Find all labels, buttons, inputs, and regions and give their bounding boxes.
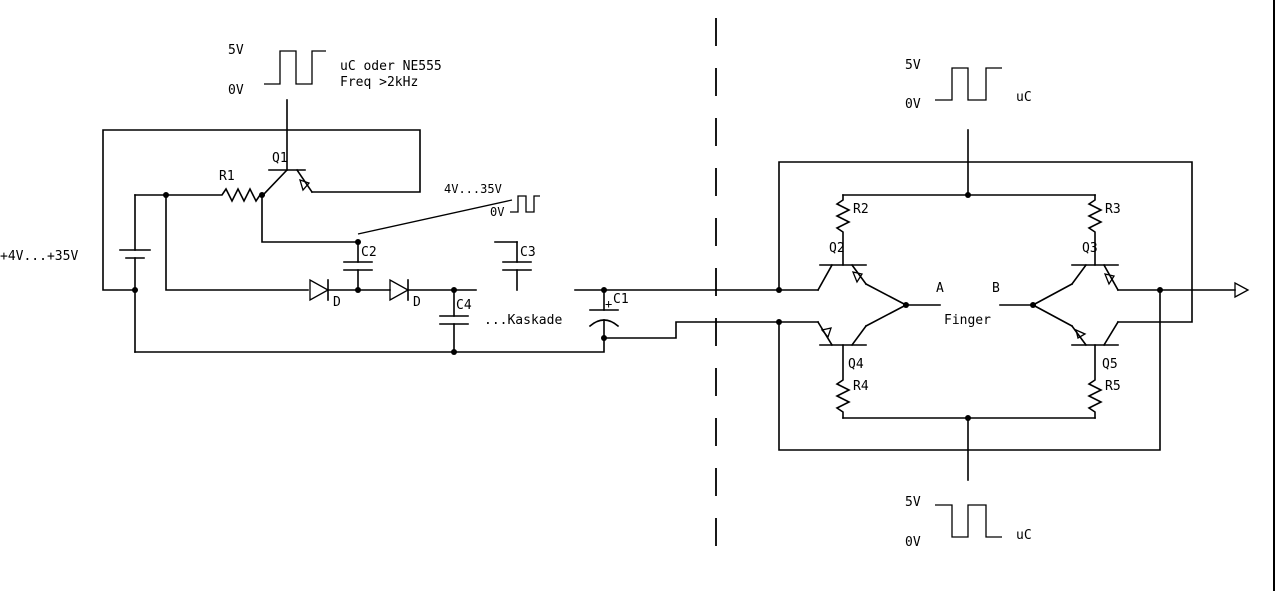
- label-c1: C1: [613, 292, 629, 307]
- input-signal-waveform-top: [264, 50, 326, 85]
- resistor-r4: [835, 344, 851, 419]
- label-d1: D: [333, 295, 341, 310]
- junction-dot: [601, 335, 607, 341]
- label-q4: Q4: [848, 357, 864, 372]
- capacitor-c2: [343, 241, 373, 291]
- label-uc-bottom: uC: [1016, 528, 1032, 543]
- junction-dot: [355, 239, 361, 245]
- label-uc-top: uC: [1016, 90, 1032, 105]
- junction-dot: [903, 302, 909, 308]
- wire-r1-c2: [261, 194, 359, 243]
- label-0v-top: 0V: [905, 97, 921, 112]
- battery-supply: [119, 194, 167, 353]
- junction-dot: [132, 287, 138, 293]
- junction-dot: [1030, 302, 1036, 308]
- resistor-r5: [1087, 344, 1103, 419]
- label-r4: R4: [853, 379, 869, 394]
- label-r3: R3: [1105, 202, 1121, 217]
- label-5v-bottom: 5V: [905, 495, 921, 510]
- label-c2: C2: [361, 245, 377, 260]
- junction-dot: [776, 287, 782, 293]
- label-finger: Finger: [944, 313, 991, 328]
- label-0v-signal: 0V: [490, 205, 504, 219]
- capacitor-c1: [574, 289, 717, 339]
- resistor-r2: [835, 194, 851, 266]
- label-0v-input: 0V: [228, 83, 244, 98]
- transistor-q5: [1031, 303, 1120, 347]
- label-node-a: A: [936, 281, 944, 296]
- junction-dot: [776, 319, 782, 325]
- small-signal-waveform: [510, 195, 540, 213]
- label-q5: Q5: [1102, 357, 1118, 372]
- label-q3: Q3: [1082, 241, 1098, 256]
- label-c3: C3: [520, 245, 536, 260]
- transistor-q4: [778, 303, 908, 347]
- capacitor-c3: [494, 241, 532, 291]
- wire-bottom-rail: [134, 337, 605, 353]
- transistor-q2: [778, 263, 908, 307]
- label-0v-bottom: 0V: [905, 535, 921, 550]
- label-q2: Q2: [829, 241, 845, 256]
- junction-dot: [1157, 287, 1163, 293]
- top-signal-waveform: [935, 67, 1002, 101]
- label-5v-input: 5V: [228, 43, 244, 58]
- junction-dot: [355, 287, 361, 293]
- label-supply-voltage: +4V...+35V: [0, 249, 78, 264]
- label-r1: R1: [219, 169, 235, 184]
- wire-outer-frame-top: [778, 161, 1193, 323]
- capacitor-c4: [439, 289, 469, 353]
- annotation-pointer: [357, 199, 513, 235]
- junction-dot: [601, 287, 607, 293]
- wire-diode-rail: [165, 194, 309, 291]
- wire-q1-loop: [102, 129, 421, 291]
- label-d2: D: [413, 295, 421, 310]
- resistor-r1: [165, 187, 265, 203]
- junction-dot: [965, 415, 971, 421]
- label-c1-plus: +: [605, 297, 612, 311]
- label-freq: Freq >2kHz: [340, 75, 418, 90]
- transistor-q3: [1031, 263, 1236, 307]
- transistor-q1: [262, 168, 314, 196]
- wire-c1-bottom: [603, 321, 717, 339]
- label-r5: R5: [1105, 379, 1121, 394]
- label-q1: Q1: [272, 151, 288, 166]
- diode-d2: [389, 278, 477, 302]
- output-arrow-icon: [1234, 281, 1250, 299]
- label-r2: R2: [853, 202, 869, 217]
- right-border: [1273, 0, 1275, 591]
- junction-dot: [163, 192, 169, 198]
- label-5v-top: 5V: [905, 58, 921, 73]
- label-kaskade: ...Kaskade: [484, 313, 562, 328]
- label-node-b: B: [992, 281, 1000, 296]
- junction-dot: [451, 287, 457, 293]
- junction-dot: [451, 349, 457, 355]
- junction-dot: [259, 192, 265, 198]
- resistor-r3: [1087, 194, 1103, 266]
- bottom-signal-waveform: [935, 504, 1002, 538]
- label-c4: C4: [456, 298, 472, 313]
- label-uc-ne555: uC oder NE555: [340, 59, 442, 74]
- label-4v-35v: 4V...35V: [444, 182, 502, 196]
- diode-d1: [309, 278, 391, 302]
- wire-outer-frame-bottom: [778, 289, 1161, 451]
- junction-dot: [965, 192, 971, 198]
